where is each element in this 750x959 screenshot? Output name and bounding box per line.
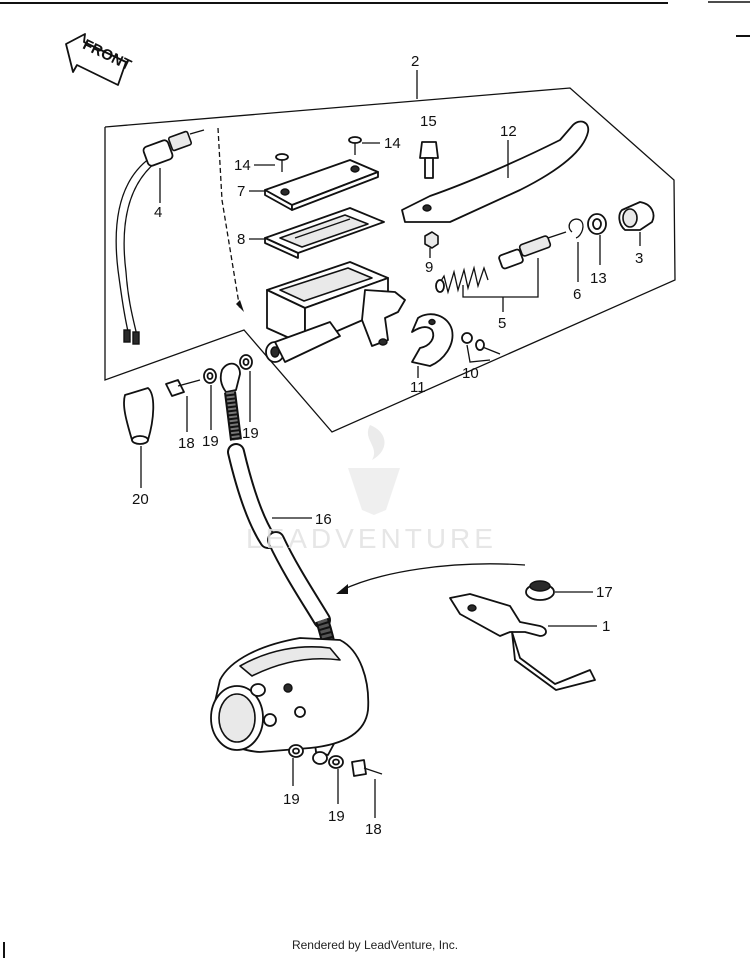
banjo-bolt-upper: [165, 379, 201, 397]
hose-bracket: [449, 593, 596, 691]
grommet: [525, 580, 555, 601]
callout-19-upper-left: 19: [202, 433, 219, 450]
piston-spring: [435, 265, 489, 295]
callout-1: 1: [602, 618, 610, 635]
diaphragm: [264, 207, 385, 259]
clamp-bolt: [461, 332, 501, 355]
callout-17: 17: [596, 584, 613, 601]
pivot-nut: [424, 231, 439, 249]
lever-pivot-bolt: [419, 141, 439, 179]
piston: [498, 231, 567, 270]
callout-6: 6: [573, 286, 581, 303]
callout-5: 5: [498, 315, 506, 332]
brake-hose: [219, 362, 341, 765]
watermark-text: LEADVENTURE: [246, 523, 497, 554]
washer-upper-1: [203, 368, 217, 384]
brake-lever: [401, 120, 590, 223]
callout-14-right: 14: [384, 135, 401, 152]
bleeder-cap: [123, 387, 155, 445]
callout-10: 10: [462, 365, 479, 382]
callout-8: 8: [237, 231, 245, 248]
callout-19-lower-left: 19: [283, 791, 300, 808]
washer-lower-2: [328, 755, 344, 769]
cap-screw-right: [348, 136, 362, 155]
watermark: LEADVENTURE: [246, 425, 497, 554]
washer-upper-2: [239, 354, 253, 370]
callout-4: 4: [154, 204, 162, 221]
callout-19-lower-right: 19: [328, 808, 345, 825]
footer-credit: Rendered by LeadVenture, Inc.: [291, 938, 459, 952]
callout-2: 2: [411, 53, 419, 70]
assembly-boundary: [104, 87, 676, 433]
callout-20: 20: [132, 491, 149, 508]
callout-14-left: 14: [234, 157, 251, 174]
callout-3: 3: [635, 250, 643, 267]
callout-9: 9: [425, 259, 433, 276]
callout-18-lower: 18: [365, 821, 382, 838]
handlebar-clamp: [411, 313, 454, 367]
callout-18-upper: 18: [178, 435, 195, 452]
piston-washer: [587, 213, 607, 235]
callout-12: 12: [500, 123, 517, 140]
callout-15: 15: [420, 113, 437, 130]
master-cylinder-body: [265, 261, 406, 363]
circlip: [568, 218, 584, 239]
brake-caliper: [210, 637, 370, 753]
front-arrow: FRONT: [65, 33, 134, 86]
callout-7: 7: [237, 183, 245, 200]
callout-16: 16: [315, 511, 332, 528]
washer-lower-1: [288, 744, 304, 758]
reservoir-cap: [264, 159, 379, 211]
callout-19-upper-right: 19: [242, 425, 259, 442]
dust-boot: [618, 201, 655, 231]
cap-screw-left: [275, 153, 289, 172]
callout-13: 13: [590, 270, 607, 287]
banjo-bolt-lower: [351, 759, 383, 777]
brake-light-switch: [115, 129, 205, 345]
callout-11: 11: [410, 379, 426, 396]
